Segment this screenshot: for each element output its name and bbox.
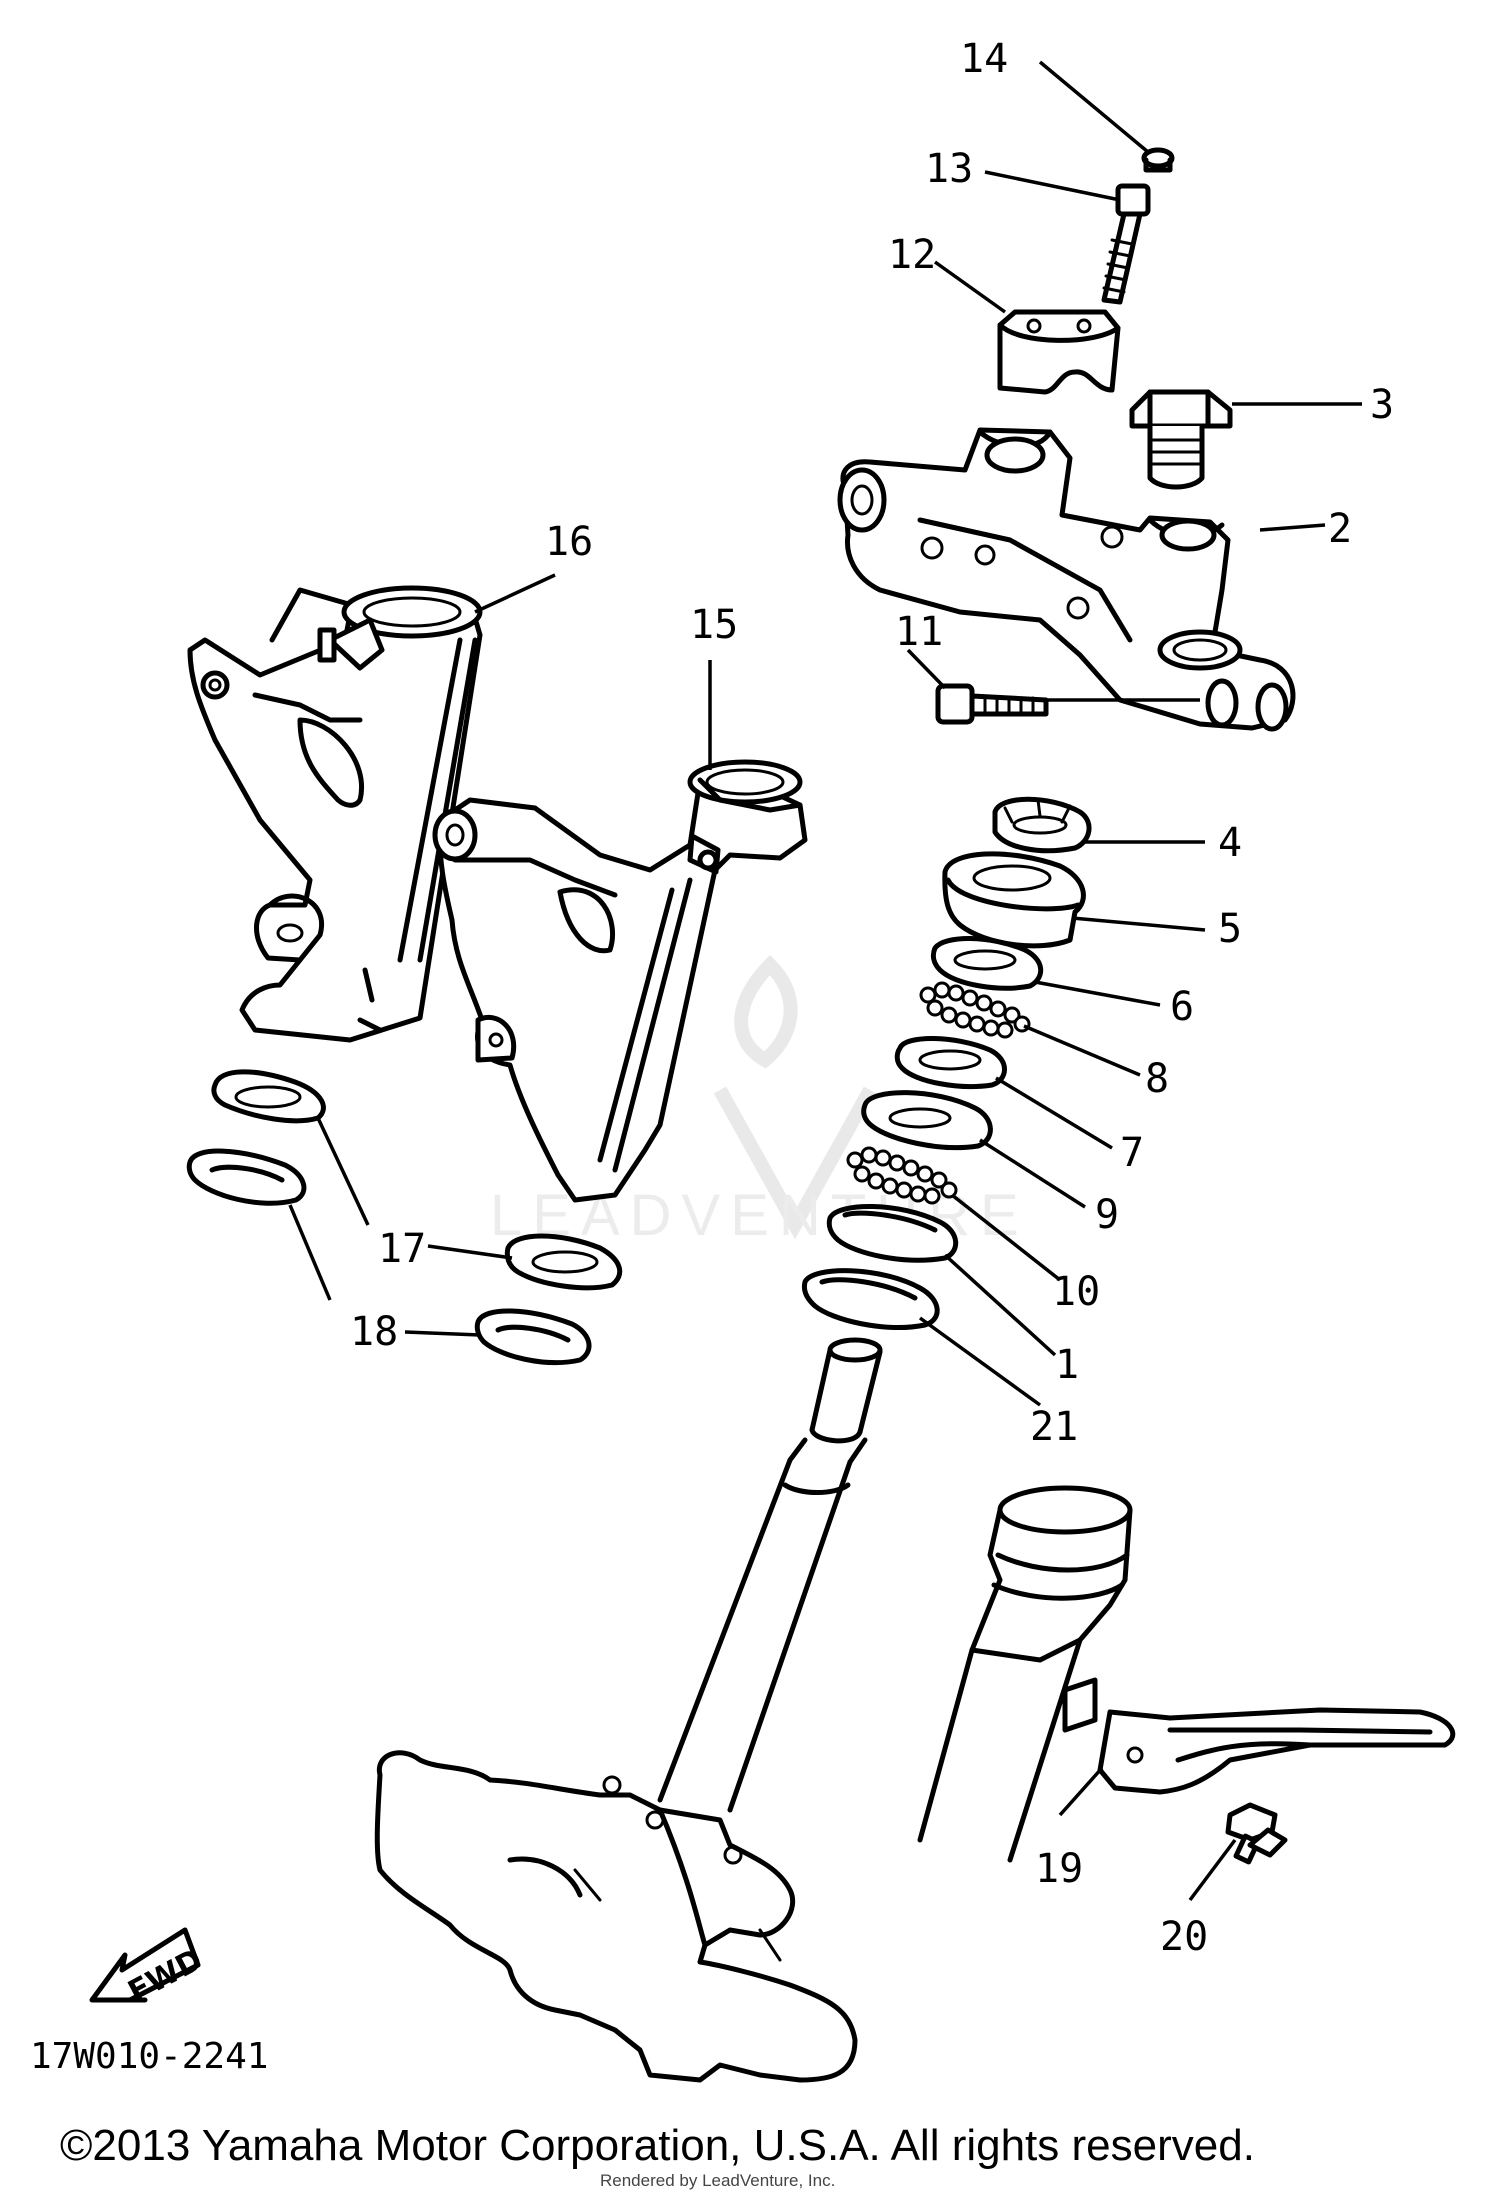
part-17-ball-race-left [211,1069,326,1124]
rendered-by-credit: Rendered by LeadVenture, Inc. [600,2171,835,2190]
part-15-headlight-stay-right [432,759,808,1203]
part-17-ball-race-right [504,1233,623,1291]
part-12-handlebar-holder [997,309,1121,395]
callout-7: 7 [1120,1130,1144,1176]
part-6-upper-race [930,936,1044,991]
part-1-lower-outer-race [826,1204,959,1263]
part-3-crown-bolt [1129,389,1233,490]
callout-12: 12 [888,232,936,278]
copyright-notice: ©2013 Yamaha Motor Corporation, U.S.A. A… [60,2121,1255,2170]
callout-19: 19 [1035,1846,1083,1892]
callout-8: 8 [1145,1056,1169,1102]
steering-stem [657,1337,883,1813]
callout-3: 3 [1370,382,1394,428]
callout-10: 10 [1052,1269,1100,1315]
callout-17: 17 [378,1226,426,1272]
callout-1: 1 [1055,1342,1079,1388]
callout-4: 4 [1218,820,1242,866]
callout-20: 20 [1160,1914,1208,1960]
part-8-ball-bearing-upper [919,981,1031,1039]
callout-16: 16 [545,519,593,565]
part-5-dust-cover [942,851,1086,949]
diagram-code: 17W010-2241 [30,2036,268,2077]
callout-14: 14 [960,36,1008,82]
part-7-upper-inner-race [894,1036,1007,1089]
callout-labels: 14 13 12 3 2 11 16 15 4 5 6 8 7 9 10 1 2… [350,36,1394,1960]
callout-18: 18 [350,1309,398,1355]
part-16-headlight-stay-left [187,585,483,1043]
part-18-seal-right [474,1308,592,1365]
part-19-bracket-plate [1097,1707,1456,1795]
callout-13: 13 [925,146,973,192]
under-bracket [374,1750,858,2083]
callout-11: 11 [895,609,943,655]
callout-15: 15 [690,602,738,648]
part-21-lower-inner-race [801,1268,940,1330]
part-20-bolt [1225,1802,1288,1865]
callout-9: 9 [1095,1192,1119,1238]
part-4-ring-nut [992,796,1092,854]
callout-5: 5 [1218,906,1242,952]
part-11-pinch-bolt [935,683,1049,725]
callout-6: 6 [1170,984,1194,1030]
part-14-cap [1141,147,1175,173]
part-13-bolt [1101,183,1151,305]
callout-21: 21 [1030,1404,1078,1450]
fwd-direction-arrow: FWD [89,1927,208,2010]
part-9-lower-race [861,1090,993,1151]
leader-lines [288,60,1362,1902]
callout-2: 2 [1328,506,1352,552]
fork-tube [917,1485,1133,1863]
part-2-upper-bracket [837,427,1296,732]
part-10-ball-bearing-lower [846,1146,958,1205]
part-18-seal-left [186,1148,307,1206]
